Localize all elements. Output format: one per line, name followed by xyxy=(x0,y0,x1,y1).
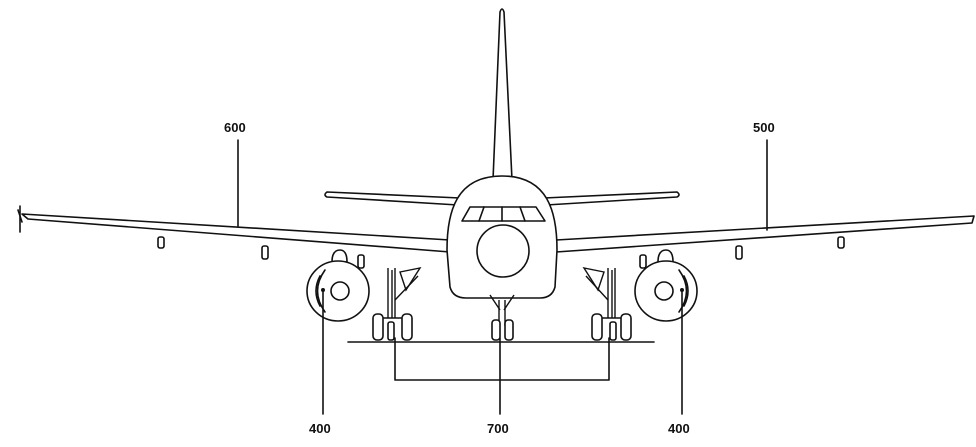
left-engine xyxy=(306,260,370,322)
fuselage xyxy=(446,175,558,299)
left-flap-fairings xyxy=(157,236,365,269)
cockpit-windows xyxy=(461,206,546,222)
nose-gear xyxy=(489,294,515,341)
right-flap-fairings xyxy=(639,236,845,269)
label-700: 700 xyxy=(487,421,509,436)
radome xyxy=(476,224,530,278)
label-400-right: 400 xyxy=(668,421,690,436)
left-main-gear xyxy=(372,266,422,341)
leader-dot-400-right xyxy=(680,288,684,292)
right-wing xyxy=(555,215,975,253)
leader-bracket-700 xyxy=(394,337,610,415)
right-engine xyxy=(634,260,698,322)
label-600: 600 xyxy=(224,120,246,135)
label-500: 500 xyxy=(753,120,775,135)
left-wing xyxy=(21,213,451,253)
label-400-left: 400 xyxy=(309,421,331,436)
left-horizontal-stabilizer xyxy=(324,191,461,206)
leader-dot-400-left xyxy=(321,288,325,292)
vertical-stabilizer xyxy=(492,8,513,181)
right-main-gear xyxy=(582,266,632,341)
right-horizontal-stabilizer xyxy=(543,191,680,206)
